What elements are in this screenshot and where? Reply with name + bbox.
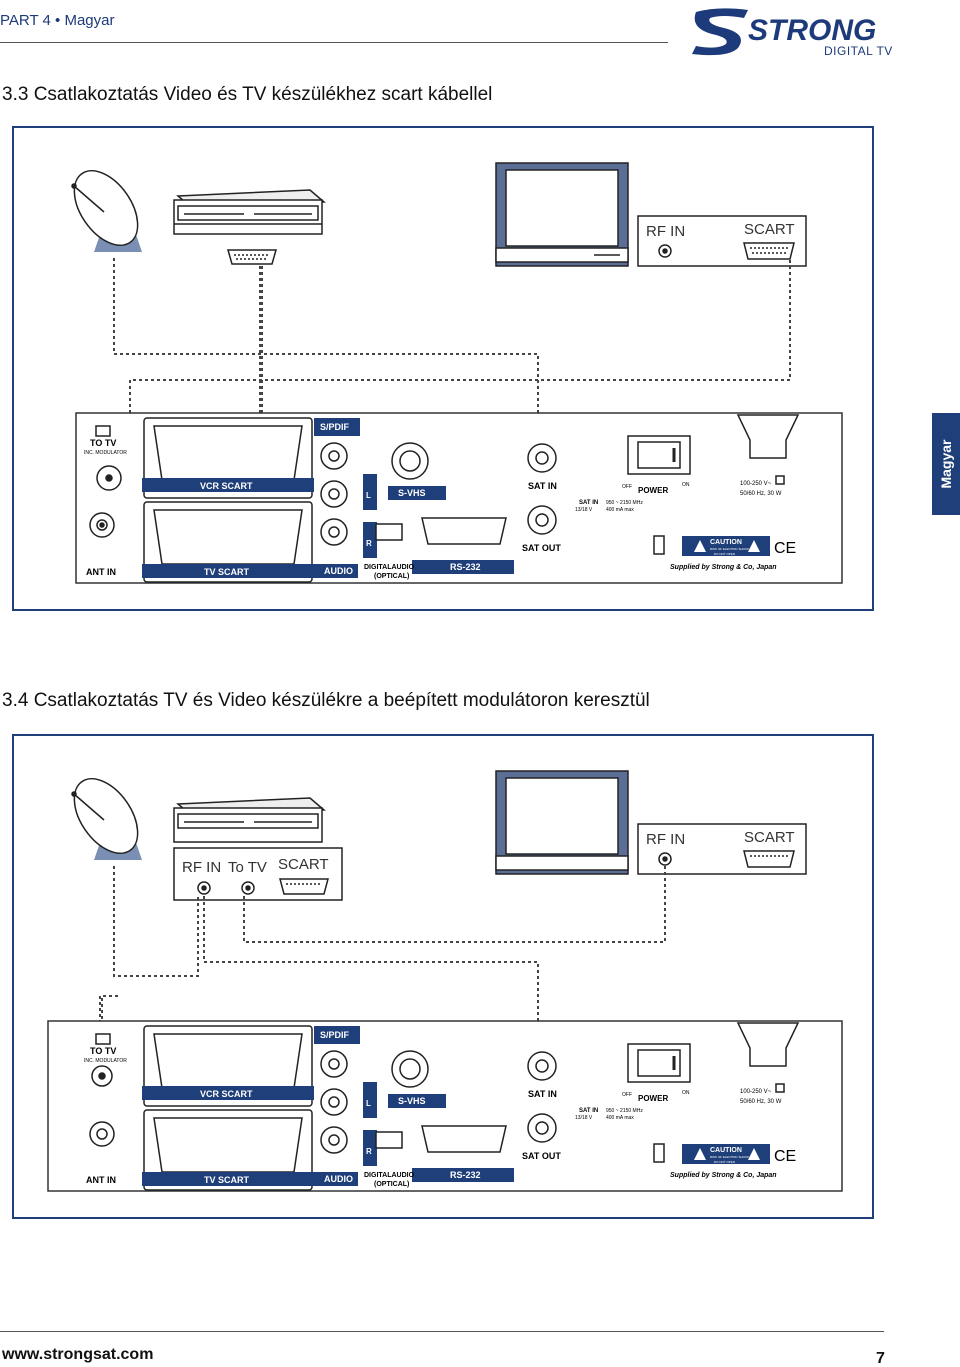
receiver-inc-mod-label: INC. MODULATOR	[84, 450, 127, 456]
vcr-device-icon	[173, 189, 326, 235]
receiver-power-label: POWER	[638, 486, 668, 495]
receiver-sat-in-label: SAT IN	[528, 1089, 557, 1099]
receiver-digital-audio-label: DIGITALAUDIO	[364, 564, 415, 571]
receiver-sat-in-small: SAT IN	[579, 500, 598, 506]
receiver-supplied-label: Supplied by Strong & Co, Japan	[670, 564, 777, 571]
section-title-3-4: 3.4 Csatlakoztatás TV és Video készülékr…	[2, 690, 650, 711]
receiver-sat-out-label: SAT OUT	[522, 1151, 561, 1161]
receiver-optical-label: (OPTICAL)	[374, 1181, 409, 1188]
receiver-off-label: OFF	[622, 484, 632, 490]
receiver-sat-volt: 13/18 V	[575, 507, 593, 513]
receiver-sat-spec2: 400 mA max	[606, 1115, 634, 1121]
tv-scart-label: SCART	[744, 221, 795, 238]
receiver-caution-small1: RISK OF ELECTRIC SHOCK	[710, 547, 749, 551]
receiver-vcr-scart-label: VCR SCART	[200, 1089, 253, 1099]
receiver-to-tv-label: TO TV	[90, 1046, 116, 1056]
receiver-on-label: ON	[682, 1090, 690, 1096]
tv-rf-in-label: RF IN	[646, 831, 685, 848]
vcr-rf-in-label: RF IN	[182, 859, 221, 876]
receiver-tv-scart-label: TV SCART	[204, 1175, 250, 1185]
receiver-svhs-label: S-VHS	[398, 1096, 426, 1106]
receiver-r-label: R	[366, 539, 372, 548]
language-tab-label: Magyar	[938, 439, 954, 489]
page-number: 7	[876, 1350, 885, 1367]
satellite-dish-icon	[71, 777, 142, 860]
vcr-rear-panel	[173, 847, 343, 901]
logo-subtitle: DIGITAL TV	[824, 44, 893, 58]
receiver-to-tv-label: TO TV	[90, 438, 116, 448]
language-tab: Magyar	[932, 413, 960, 515]
receiver-caution-label: CAUTION	[710, 539, 742, 546]
section-title-3-3: 3.3 Csatlakoztatás Video és TV készülékh…	[2, 84, 493, 105]
receiver-mains1: 100-250 V~	[740, 1089, 772, 1095]
receiver-rs232-label: RS-232	[450, 1170, 481, 1180]
receiver-inc-mod-label: INC. MODULATOR	[84, 1058, 127, 1064]
receiver-svhs-label: S-VHS	[398, 488, 426, 498]
receiver-rs232-label: RS-232	[450, 562, 481, 572]
receiver-digital-audio-label: DIGITALAUDIO	[364, 1172, 415, 1179]
receiver-vcr-scart-label: VCR SCART	[200, 481, 253, 491]
receiver-tv-scart-label: TV SCART	[204, 567, 250, 577]
receiver-spdif-label: S/PDIF	[320, 1030, 350, 1040]
tv-rear-panel	[637, 823, 807, 875]
footer-url[interactable]: www.strongsat.com	[2, 1346, 154, 1363]
vcr-device-icon	[173, 797, 326, 843]
receiver-sat-volt: 13/18 V	[575, 1115, 593, 1121]
receiver-optical-label: (OPTICAL)	[374, 573, 409, 580]
footer-divider	[0, 1331, 884, 1332]
receiver-mains2: 50/60 Hz, 30 W	[740, 491, 782, 497]
receiver-ant-in-label: ANT IN	[86, 567, 116, 577]
receiver-ce-mark: CE	[774, 540, 796, 557]
receiver-sat-in-small: SAT IN	[579, 1108, 598, 1114]
receiver-spdif-label: S/PDIF	[320, 422, 350, 432]
receiver-power-label: POWER	[638, 1094, 668, 1103]
receiver-off-label: OFF	[622, 1092, 632, 1098]
receiver-ant-in-label: ANT IN	[86, 1175, 116, 1185]
receiver-audio-label: AUDIO	[324, 566, 353, 576]
to-tv-icon	[95, 425, 111, 437]
vcr-scart-label: SCART	[278, 856, 329, 873]
receiver-mains1: 100-250 V~	[740, 481, 772, 487]
diagram-scart-connection: RF IN SCART	[12, 126, 874, 611]
satellite-dish-icon	[71, 169, 142, 252]
vcr-scart-connector-icon	[227, 249, 277, 265]
tv-rear-panel	[637, 215, 807, 267]
receiver-sat-out-label: SAT OUT	[522, 543, 561, 553]
receiver-caution-label: CAUTION	[710, 1147, 742, 1154]
vcr-to-tv-label: To TV	[228, 859, 267, 876]
header-divider	[0, 42, 668, 43]
strong-logo: STRONG	[692, 8, 876, 56]
receiver-l-label: L	[366, 491, 371, 500]
receiver-ce-mark: CE	[774, 1148, 796, 1165]
receiver-sat-spec1: 950 ~ 2150 MHz	[606, 1108, 643, 1114]
receiver-sat-in-label: SAT IN	[528, 481, 557, 491]
receiver-caution-small1: RISK OF ELECTRIC SHOCK	[710, 1155, 749, 1159]
receiver-on-label: ON	[682, 482, 690, 488]
receiver-caution-small2: DO NOT OPEN	[714, 1160, 735, 1164]
receiver-r-label: R	[366, 1147, 372, 1156]
tv-rf-in-label: RF IN	[646, 223, 685, 240]
tv-scart-label: SCART	[744, 829, 795, 846]
receiver-supplied-label: Supplied by Strong & Co, Japan	[670, 1172, 777, 1179]
tv-device-icon	[495, 770, 629, 875]
logo-wordmark: STRONG	[748, 14, 876, 47]
receiver-caution-small2: DO NOT OPEN	[714, 552, 735, 556]
diagram-modulator-connection: RF IN To TV SCART RF IN SCART	[12, 734, 874, 1219]
receiver-mains2: 50/60 Hz, 30 W	[740, 1099, 782, 1105]
receiver-sat-spec1: 950 ~ 2150 MHz	[606, 500, 643, 506]
part-label: PART 4 • Magyar	[0, 12, 115, 29]
receiver-sat-spec2: 400 mA max	[606, 507, 634, 513]
receiver-l-label: L	[366, 1099, 371, 1108]
receiver-audio-label: AUDIO	[324, 1174, 353, 1184]
tv-device-icon	[495, 162, 629, 267]
